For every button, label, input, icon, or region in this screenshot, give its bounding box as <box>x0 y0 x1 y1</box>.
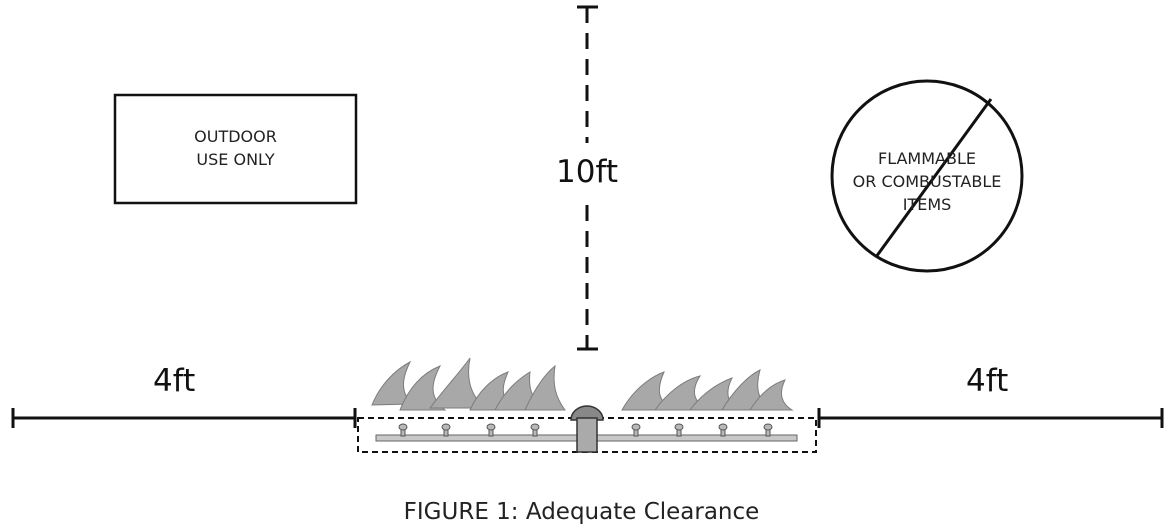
outdoor-sign-line2: USE ONLY <box>196 150 275 169</box>
outdoor-sign-text: OUTDOOR USE ONLY <box>115 125 356 171</box>
outdoor-sign-line1: OUTDOOR <box>194 127 277 146</box>
right-dimension-line <box>817 408 1164 428</box>
prohibition-circle <box>830 79 1024 273</box>
vertical-dimension-line <box>577 5 598 351</box>
left-dimension-line <box>11 408 357 428</box>
right-dimension-label: 4ft <box>966 363 1009 399</box>
burner-inlet <box>570 405 604 453</box>
prohibition-slash <box>874 98 993 258</box>
prohibition-sign-line2: OR COMBUSTABLE <box>852 172 1002 191</box>
outdoor-sign-box <box>113 93 358 205</box>
prohibition-sign-line1: FLAMMABLE <box>878 149 976 168</box>
left-dimension-label: 4ft <box>153 363 196 399</box>
prohibition-sign-line3: ITEMS <box>902 195 952 214</box>
prohibition-sign-text: FLAMMABLE OR COMBUSTABLE ITEMS <box>832 147 1022 216</box>
flames <box>371 357 794 411</box>
vertical-dimension-label: 10ft <box>556 154 618 190</box>
burner-nozzles <box>398 423 773 437</box>
figure-caption: FIGURE 1: Adequate Clearance <box>403 499 760 525</box>
